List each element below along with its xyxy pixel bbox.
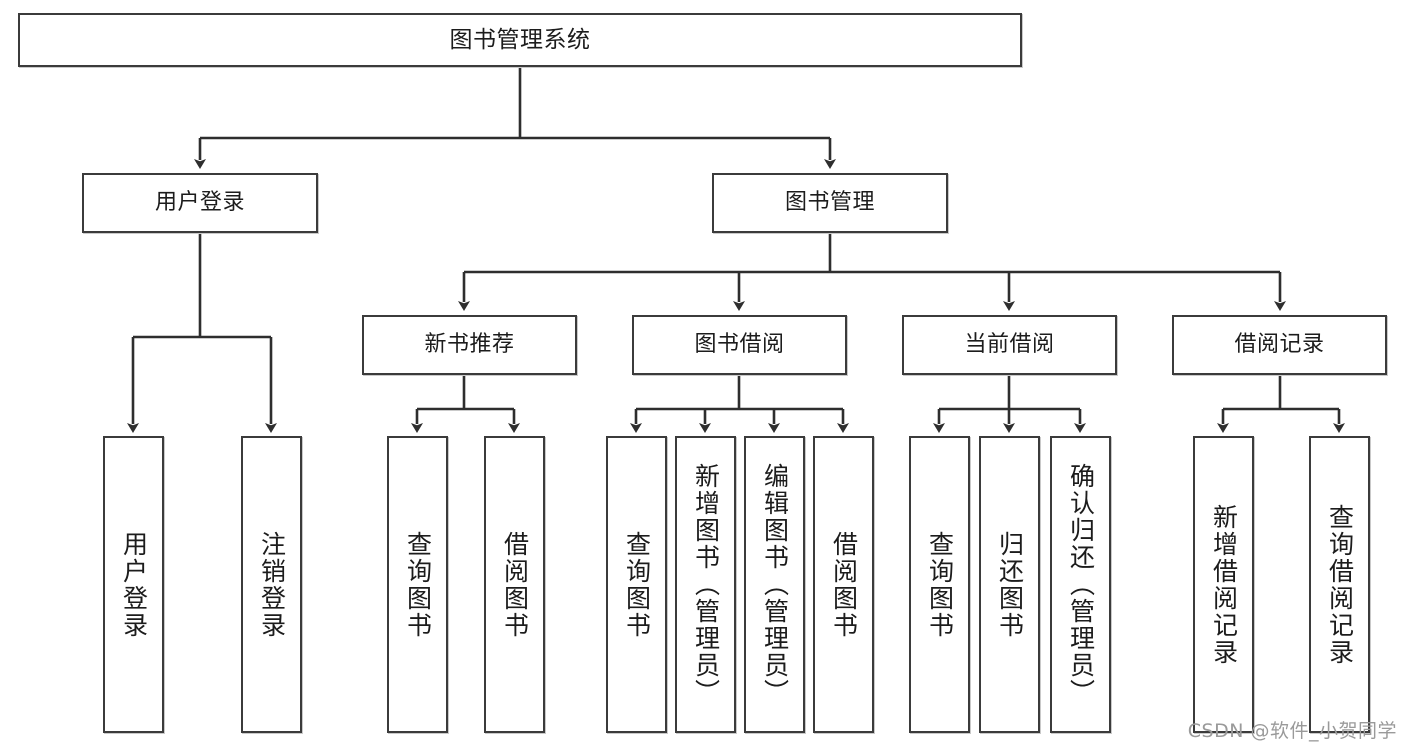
node-leaf-return-book-label: 归还图书 <box>995 530 1025 639</box>
node-borrow-record-label: 借阅记录 <box>1234 332 1325 358</box>
node-leaf-add-record[interactable]: 新增借阅记录 <box>1193 436 1254 733</box>
node-leaf-user-login[interactable]: 用户登录 <box>103 436 164 733</box>
node-leaf-query-record[interactable]: 查询借阅记录 <box>1309 436 1370 733</box>
node-leaf-query-book-3-label: 查询图书 <box>925 530 955 639</box>
node-book-manage[interactable]: 图书管理 <box>712 173 948 233</box>
node-current-borrow-label: 当前借阅 <box>964 332 1055 358</box>
node-leaf-borrow-book-1[interactable]: 借阅图书 <box>484 436 545 733</box>
node-leaf-add-record-label: 新增借阅记录 <box>1209 503 1239 666</box>
watermark-text: CSDN @软件_小贺同学 <box>1187 720 1397 742</box>
node-leaf-edit-book-label: 编辑图书（管理员） <box>760 463 790 706</box>
node-leaf-borrow-book-1-label: 借阅图书 <box>500 530 530 639</box>
node-new-book-rec-label: 新书推荐 <box>424 332 515 358</box>
node-leaf-query-book-1[interactable]: 查询图书 <box>387 436 448 733</box>
node-leaf-return-book[interactable]: 归还图书 <box>979 436 1040 733</box>
node-leaf-borrow-book-2-label: 借阅图书 <box>829 530 859 639</box>
node-leaf-add-book-label: 新增图书（管理员） <box>691 463 721 706</box>
node-leaf-edit-book[interactable]: 编辑图书（管理员） <box>744 436 805 733</box>
node-book-manage-label: 图书管理 <box>784 190 875 216</box>
node-leaf-query-record-label: 查询借阅记录 <box>1325 503 1355 666</box>
node-leaf-user-logout-label: 注销登录 <box>257 530 287 639</box>
node-borrow-record[interactable]: 借阅记录 <box>1172 315 1387 375</box>
node-leaf-borrow-book-2[interactable]: 借阅图书 <box>813 436 874 733</box>
node-new-book-rec[interactable]: 新书推荐 <box>362 315 577 375</box>
node-leaf-user-logout[interactable]: 注销登录 <box>241 436 302 733</box>
node-current-borrow[interactable]: 当前借阅 <box>902 315 1117 375</box>
node-leaf-user-login-label: 用户登录 <box>119 530 149 639</box>
node-leaf-confirm-return[interactable]: 确认归还（管理员） <box>1050 436 1111 733</box>
node-book-borrow-label: 图书借阅 <box>694 332 785 358</box>
node-root[interactable]: 图书管理系统 <box>18 13 1022 67</box>
node-leaf-add-book[interactable]: 新增图书（管理员） <box>675 436 736 733</box>
node-book-borrow[interactable]: 图书借阅 <box>632 315 847 375</box>
node-leaf-query-book-3[interactable]: 查询图书 <box>909 436 970 733</box>
node-leaf-query-book-1-label: 查询图书 <box>403 530 433 639</box>
node-leaf-query-book-2[interactable]: 查询图书 <box>606 436 667 733</box>
node-leaf-confirm-return-label: 确认归还（管理员） <box>1066 463 1096 706</box>
node-user-login-label: 用户登录 <box>154 190 245 216</box>
node-leaf-query-book-2-label: 查询图书 <box>622 530 652 639</box>
node-root-label: 图书管理系统 <box>449 26 591 53</box>
node-user-login[interactable]: 用户登录 <box>82 173 318 233</box>
